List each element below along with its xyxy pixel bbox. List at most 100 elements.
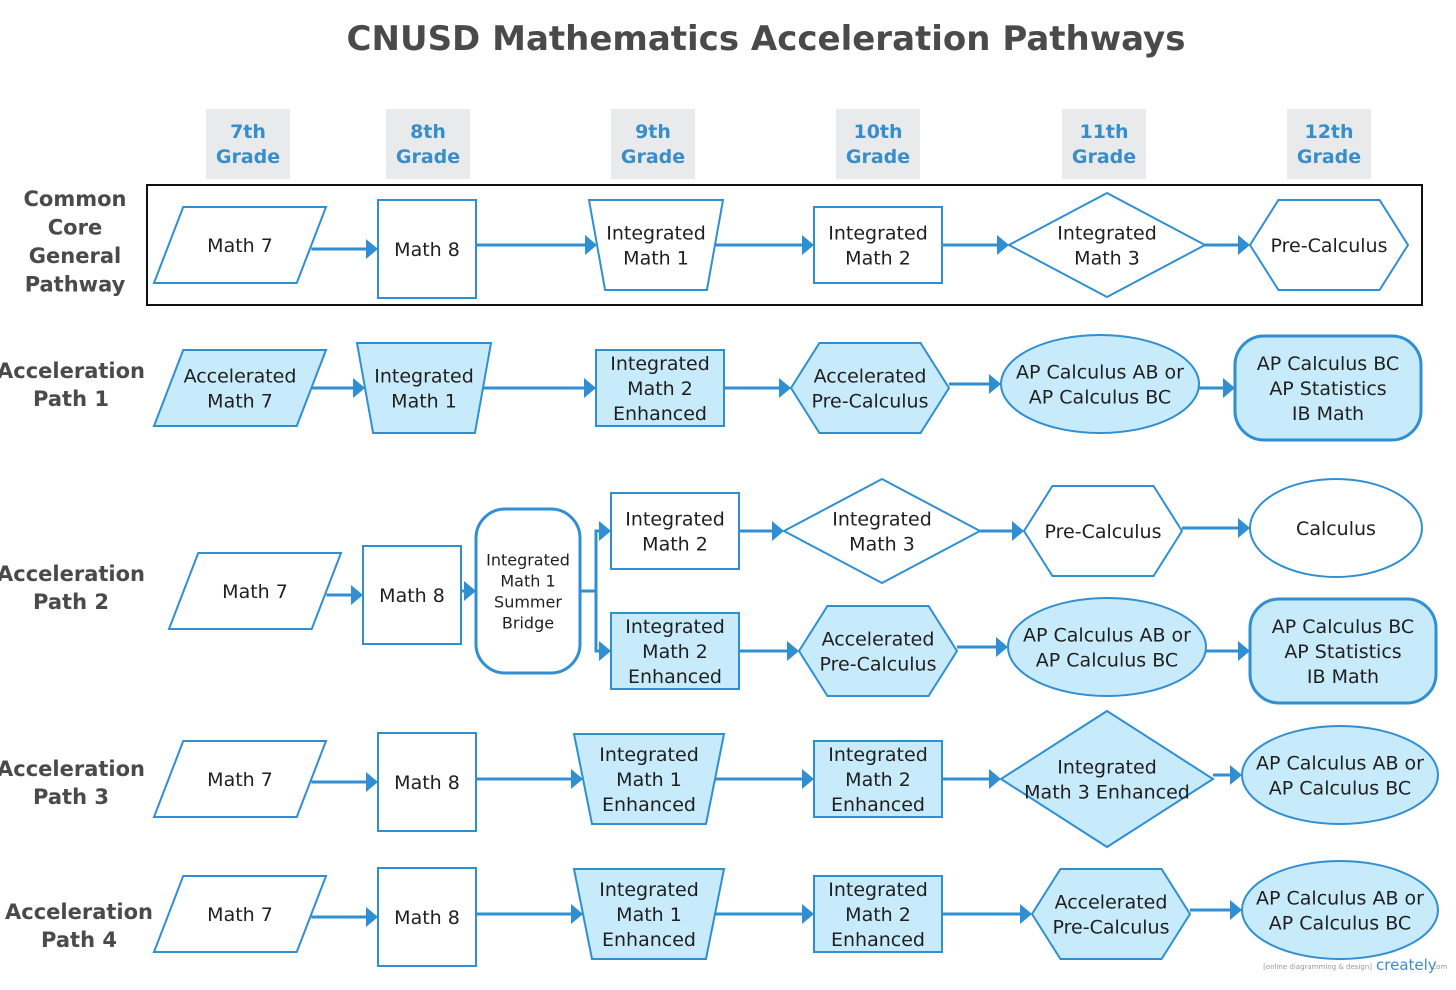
course-label: Pre-Calculus <box>1053 917 1170 939</box>
arrowhead <box>1020 904 1032 924</box>
arrowhead <box>989 374 1001 394</box>
course-label: Bridge <box>502 614 554 633</box>
course-node-p3-m8: Math 8 <box>377 732 477 832</box>
arrowhead <box>353 378 366 398</box>
connector-p2_bridge-to-p2_im2e <box>580 589 611 661</box>
arrowhead <box>585 235 598 255</box>
course-label: Integrated <box>625 616 725 638</box>
course-label: Math 3 <box>849 534 915 556</box>
course-label: Math 1 <box>391 391 457 413</box>
connector-p4_apc-to-p4_ap <box>1190 900 1242 920</box>
connector-p2_im3-to-p2_pc <box>980 521 1024 541</box>
course-label: AP Calculus AB or <box>1256 753 1424 775</box>
course-label: Accelerated <box>814 366 927 388</box>
grade-header-text: Grade <box>846 146 910 168</box>
connector-p1_am7-to-p1_im1 <box>311 378 366 398</box>
diamond-shape <box>781 477 983 585</box>
course-label: Integrated <box>832 509 932 531</box>
row-label-line: Path 4 <box>41 928 117 952</box>
row-label-line: Path 3 <box>33 785 109 809</box>
connector-p4_im1e-to-p4_im2e <box>715 904 814 924</box>
course-label: Summer <box>494 593 562 612</box>
grade-header-text: Grade <box>1297 146 1361 168</box>
course-label: Accelerated <box>822 629 935 651</box>
rect-shape <box>610 612 740 690</box>
arrowhead <box>599 521 611 541</box>
parallelogram-shape <box>152 740 328 818</box>
arrowhead <box>571 904 583 924</box>
arrowhead <box>366 239 378 259</box>
arrowhead <box>772 521 784 541</box>
grade-header-text: 9th <box>635 121 671 143</box>
rect-shape <box>377 199 477 299</box>
grade-header-box <box>611 109 695 179</box>
course-label: Pre-Calculus <box>1271 235 1388 257</box>
course-label: Accelerated <box>1055 892 1168 914</box>
connector-cc_im2-to-cc_im3 <box>942 235 1009 255</box>
course-label: Math 2 <box>642 641 708 663</box>
course-label: AP Calculus BC <box>1257 353 1399 375</box>
row-label-line: Acceleration <box>0 562 145 586</box>
course-label: AP Statistics <box>1269 378 1386 400</box>
row-label-line: Pathway <box>25 273 126 297</box>
row-label-line: General <box>29 244 121 268</box>
roundrect-shape <box>1233 334 1423 442</box>
connector-p1_ap-to-p1_final <box>1199 378 1235 398</box>
course-label: AP Calculus BC <box>1029 387 1171 409</box>
row-label-line: Acceleration <box>0 359 145 383</box>
grade-header-text: 10th <box>853 121 902 143</box>
arrowhead <box>787 641 799 661</box>
course-node-cc-m8: Math 8 <box>377 199 477 299</box>
connector-p2_pc-to-p2_calc <box>1182 518 1250 538</box>
connector-cc_im3-to-cc_pc <box>1205 235 1250 255</box>
connector-cc_m8-to-cc_im1 <box>476 235 598 255</box>
arrowhead <box>1238 235 1250 255</box>
arrowhead <box>351 585 363 605</box>
grade-header-text: 7th <box>230 121 266 143</box>
course-label: Math 1 <box>500 572 555 591</box>
course-label: AP Statistics <box>1284 641 1401 663</box>
grade-header-box <box>206 109 290 179</box>
row-label-line: Core <box>48 216 102 240</box>
course-label: Math 7 <box>207 904 273 926</box>
grade-header-text: Grade <box>1072 146 1136 168</box>
row-label-line: Acceleration <box>0 757 145 781</box>
rect-shape <box>362 545 462 645</box>
arrowhead <box>599 641 611 661</box>
arrowhead <box>989 769 1001 789</box>
arrowhead <box>584 378 596 398</box>
arrowhead <box>1223 378 1235 398</box>
connector-p2_im2-to-p2_im3 <box>739 521 784 541</box>
connector-line <box>580 529 601 593</box>
course-label: AP Calculus AB or <box>1016 362 1184 384</box>
course-node-cc-pc: Pre-Calculus <box>1248 199 1410 291</box>
connector-p3_m7-to-p3_m8 <box>311 772 378 792</box>
course-label: Math 2 <box>845 904 911 926</box>
diamond-shape <box>1006 191 1208 299</box>
arrowhead <box>464 581 476 601</box>
course-label: Math 8 <box>379 585 445 607</box>
arrowhead <box>1230 900 1242 920</box>
connector-p3_im1e-to-p3_im2e <box>715 769 814 789</box>
parallelogram-shape <box>152 206 328 284</box>
rect-shape <box>610 492 740 570</box>
grade-header-text: 11th <box>1079 121 1128 143</box>
course-node-p1-ap: AP Calculus AB or AP Calculus BC <box>1000 334 1200 434</box>
course-label: Math 7 <box>222 581 288 603</box>
arrowhead <box>366 772 378 792</box>
hexagon-shape <box>1022 485 1184 577</box>
course-label: Math 1 <box>623 248 689 270</box>
